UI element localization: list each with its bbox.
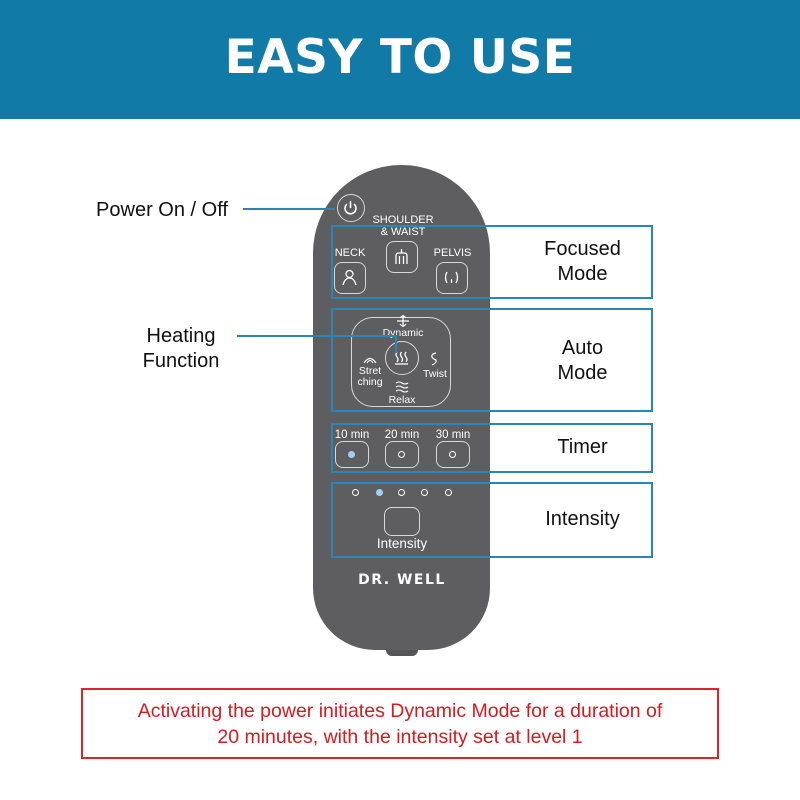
stretching-icon	[363, 357, 377, 364]
callout-heating-line	[237, 335, 397, 337]
timer-10-indicator	[348, 451, 355, 458]
pelvis-button[interactable]	[436, 262, 468, 294]
info-note-line-2: 20 minutes, with the intensity set at le…	[217, 726, 583, 748]
callout-auto-1: Auto	[561, 337, 604, 359]
callout-timer: Timer	[557, 436, 608, 458]
brand-logo: DR. WELL	[358, 572, 446, 588]
focused-mode-box	[331, 225, 653, 299]
callout-power-line	[243, 208, 335, 210]
intensity-level-1-dot	[352, 489, 359, 496]
timer-20-label: 20 min	[384, 429, 420, 441]
timer-10-label: 10 min	[334, 429, 370, 441]
callout-focused-1: Focused	[544, 238, 621, 260]
auto-mode-box	[331, 308, 653, 412]
stretching-label-2: ching	[357, 376, 383, 388]
neck-button[interactable]	[334, 262, 366, 294]
twist-icon	[431, 352, 437, 366]
timer-20-button[interactable]	[385, 441, 419, 468]
info-note-line-1: Activating the power initiates Dynamic M…	[137, 700, 663, 722]
timer-box	[331, 423, 653, 473]
relax-icon	[395, 381, 409, 393]
timer-30-label: 30 min	[435, 429, 471, 441]
intensity-button[interactable]	[384, 507, 420, 536]
heating-button[interactable]	[385, 341, 419, 375]
intensity-level-3-dot	[398, 489, 405, 496]
callout-intensity: Intensity	[545, 508, 620, 530]
neck-icon	[342, 269, 357, 286]
timer-20-indicator	[398, 451, 405, 458]
dynamic-label: Dynamic	[382, 327, 424, 339]
timer-30-indicator	[449, 451, 456, 458]
shoulder-waist-button[interactable]	[386, 241, 418, 273]
info-note: Activating the power initiates Dynamic M…	[81, 688, 719, 759]
heating-icon	[395, 351, 408, 365]
pelvis-label: PELVIS	[433, 247, 472, 259]
neck-label: NECK	[334, 247, 366, 259]
timer-10-button[interactable]	[335, 441, 369, 468]
callout-power: Power On / Off	[96, 199, 228, 221]
callout-auto-2: Mode	[557, 362, 608, 384]
callout-focused-2: Mode	[557, 263, 608, 285]
intensity-level-2-dot	[376, 489, 383, 496]
shoulder-waist-label-1: SHOULDER	[372, 214, 434, 226]
header-banner: EASY TO USE	[0, 0, 800, 119]
callout-heating-1: Heating	[146, 325, 216, 347]
page-title: EASY TO USE	[224, 30, 576, 85]
shoulder-waist-label-2: & WAIST	[380, 226, 426, 238]
intensity-remote-label: Intensity	[376, 536, 428, 551]
power-button[interactable]	[337, 194, 365, 222]
twist-label: Twist	[423, 368, 447, 380]
shoulder-waist-icon	[395, 249, 408, 264]
intensity-box	[331, 482, 653, 558]
callout-heating-line-drop	[395, 335, 397, 353]
intensity-level-5-dot	[445, 489, 452, 496]
power-icon	[344, 200, 357, 215]
pelvis-icon	[444, 271, 459, 284]
relax-label: Relax	[388, 394, 416, 406]
timer-30-button[interactable]	[436, 441, 470, 468]
intensity-level-4-dot	[421, 489, 428, 496]
dynamic-icon	[397, 315, 409, 327]
stretching-label-1: Stret	[358, 365, 382, 377]
callout-heating-2: Function	[142, 350, 220, 372]
